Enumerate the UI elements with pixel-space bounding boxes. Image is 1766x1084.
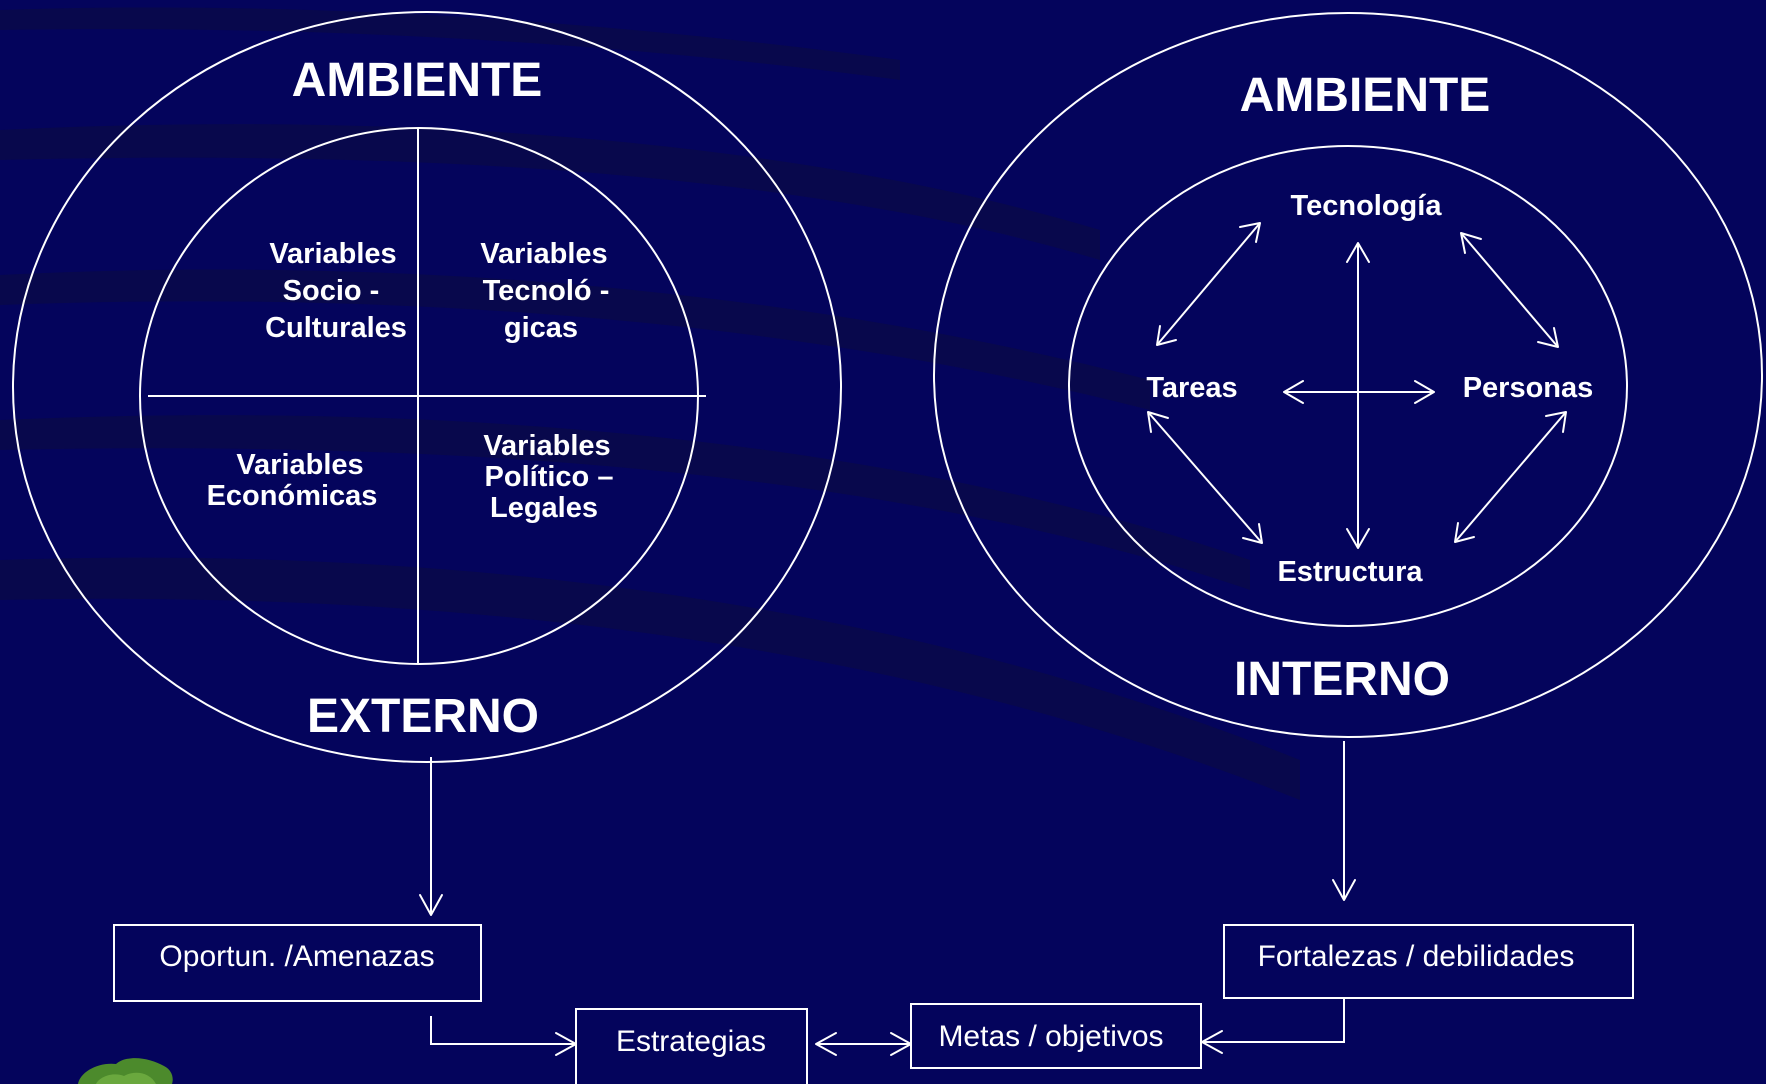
arrow-tecnologia-tareas: [1156, 222, 1261, 346]
quadrant-label-line: Legales: [490, 492, 598, 524]
arrow-personas-estructura: [1454, 411, 1567, 543]
arrow-head: [1239, 222, 1261, 243]
arrow-tareas-personas: [1283, 380, 1435, 404]
quadrant-socio-culturales: Variables Socio - Culturales: [265, 238, 407, 344]
arrow-head: [1156, 325, 1177, 346]
quadrant-label-line: Variables: [236, 449, 363, 481]
stripe: [0, 124, 1100, 260]
box-strategies: Estrategias: [575, 1008, 808, 1084]
connector-opportunities-strategies: [430, 1016, 577, 1056]
box-strengths: Fortalezas / debilidades: [1223, 924, 1634, 999]
quadrant-economicas: Variables Económicas: [207, 449, 378, 512]
arrow-head: [1283, 380, 1304, 404]
box-label: Estrategias: [616, 1025, 766, 1058]
quadrant-label-line: Variables: [269, 238, 396, 270]
arrow-head: [815, 1032, 837, 1056]
external-title-bottom: EXTERNO: [307, 690, 539, 743]
arrow-strategies-goals: [815, 1032, 912, 1056]
quadrant-label-line: Variables: [480, 238, 607, 270]
quadrant-label-line: Tecnoló -: [483, 275, 610, 307]
external-outer-ellipse: [12, 11, 842, 763]
quadrant-label-line: Variables: [483, 430, 610, 462]
arrow-head: [1414, 380, 1435, 404]
arrow-head: [1460, 232, 1482, 254]
external-title-top: AMBIENTE: [292, 54, 543, 107]
node-estructura: Estructura: [1277, 556, 1423, 588]
arrow-head: [1242, 523, 1263, 544]
arrow-head: [1147, 411, 1169, 433]
arrow-head: [1332, 879, 1356, 901]
arrow-tecnologia-estructura: [1346, 242, 1370, 549]
arrow-tareas-estructura: [1147, 411, 1263, 544]
internal-outer-ellipse: [933, 12, 1763, 738]
stripe: [0, 7, 900, 80]
connector-external-down: [419, 757, 443, 916]
arrow-head: [1454, 522, 1475, 543]
external-environment: AMBIENTE EXTERNO Variables Socio - Cultu…: [12, 11, 842, 763]
node-tecnologia: Tecnología: [1291, 190, 1443, 222]
connector-internal-down: [1332, 741, 1356, 901]
box-label: Metas / objetivos: [938, 1020, 1163, 1053]
quadrant-label-line: Político –: [485, 461, 614, 493]
internal-inner-ellipse: [1068, 145, 1628, 627]
box-label: Oportun. /Amenazas: [159, 940, 434, 973]
background-stripes: [0, 7, 1300, 800]
arrow-head: [1346, 242, 1370, 263]
internal-title-bottom: INTERNO: [1234, 653, 1450, 706]
green-logo-icon: [78, 1058, 173, 1084]
arrow-tecnologia-personas: [1460, 232, 1559, 348]
box-goals: Metas / objetivos: [910, 1003, 1202, 1069]
quadrant-tecnologicas: Variables Tecnoló - gicas: [480, 238, 609, 344]
quadrant-label-line: Culturales: [265, 312, 407, 344]
quadrant-politico-legales: Variables Político – Legales: [483, 430, 613, 524]
quadrant-label-line: Socio -: [283, 275, 380, 307]
stripe: [0, 415, 1250, 590]
node-tareas: Tareas: [1146, 372, 1237, 404]
arrow-head: [1537, 327, 1559, 348]
box-label: Fortalezas / debilidades: [1258, 940, 1575, 973]
internal-title-top: AMBIENTE: [1240, 69, 1491, 122]
node-personas: Personas: [1463, 372, 1594, 404]
stripe: [0, 269, 1150, 410]
arrow-head: [1346, 528, 1370, 549]
stripe: [0, 557, 1300, 800]
quadrant-label-line: gicas: [504, 312, 578, 344]
arrow-head: [419, 894, 443, 916]
arrow-head: [1545, 411, 1567, 433]
internal-environment: AMBIENTE INTERNO Tecnología Tareas Perso…: [933, 12, 1763, 738]
quadrant-label-line: Económicas: [207, 480, 378, 512]
connector-strengths-goals: [1201, 998, 1345, 1054]
box-opportunities: Oportun. /Amenazas: [113, 924, 482, 1002]
